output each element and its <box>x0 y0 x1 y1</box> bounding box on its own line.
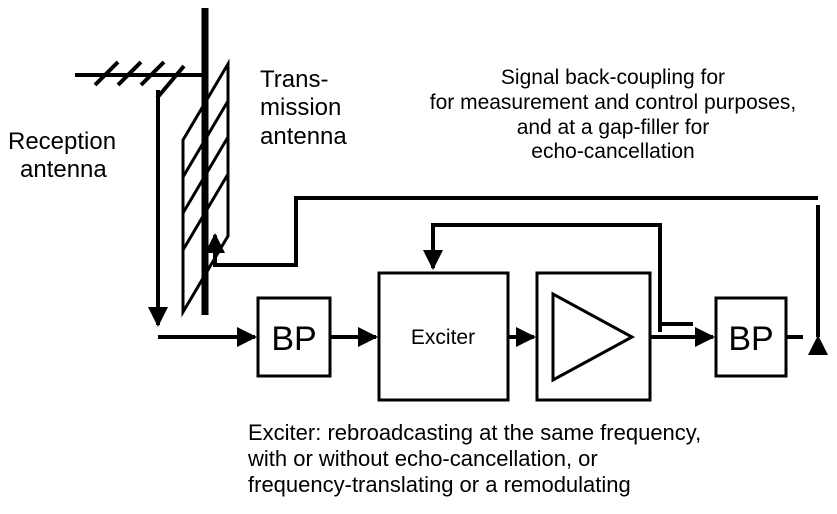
transmission-antenna-label: Trans- mission antenna <box>260 66 347 150</box>
bp-input-label: BP <box>271 320 316 358</box>
bp-output-label: BP <box>728 320 773 358</box>
transmission-antenna-icon <box>181 8 230 318</box>
exciter-note: Exciter: rebroadcasting at the same freq… <box>248 420 702 497</box>
bp-input-block <box>256 296 332 378</box>
back-coupling-line <box>205 196 818 267</box>
exciter-block <box>377 271 510 402</box>
back-coupling-label: Signal back-coupling for for measurement… <box>429 66 797 164</box>
echo-cancellation-loop <box>423 223 662 332</box>
reception-antenna-icon <box>75 60 205 100</box>
triangle-amplifier-icon <box>551 291 636 383</box>
exciter-label: Exciter <box>411 326 475 349</box>
reception-antenna-label: Reception antenna <box>8 128 117 184</box>
bp-output-block <box>714 296 788 378</box>
